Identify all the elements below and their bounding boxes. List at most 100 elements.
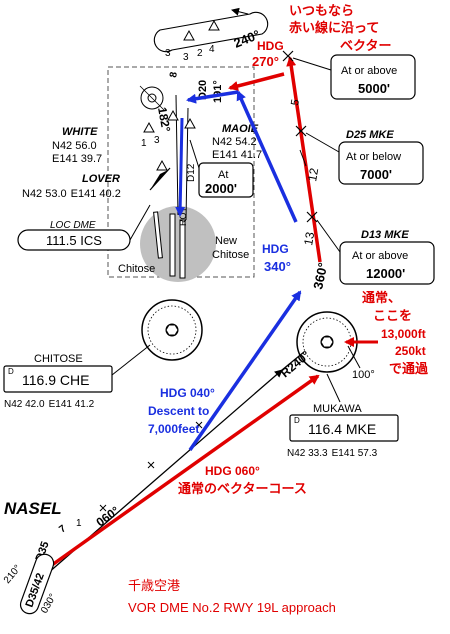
chitose-d: D	[8, 367, 14, 376]
mukawa-navaid-box	[289, 414, 399, 442]
fix-lover-name: LOVER	[82, 173, 120, 185]
constraint-7000-alt: 7000'	[360, 167, 392, 182]
radial-100	[347, 345, 361, 369]
loc-dme-title: LOC DME	[50, 220, 96, 231]
label-360: 360°	[310, 261, 330, 290]
holding-pattern	[153, 11, 269, 53]
red-hdg270-arrow	[228, 72, 285, 91]
runway-new-chitose-right	[179, 219, 186, 279]
constraint-2000-box	[198, 162, 254, 198]
footer-subtitle: VOR DME No.2 RWY 19L approach	[128, 600, 336, 615]
hdg040-label-3: 7,000feet	[148, 422, 199, 436]
fix-triangle-white2	[167, 109, 179, 121]
label-8: 8	[168, 71, 180, 79]
chitose-navaid-box	[3, 365, 113, 393]
airport-new-chitose-label-2: Chitose	[212, 249, 249, 261]
fix-white-lon: E141 39.7	[52, 153, 102, 165]
holding-arrow	[231, 7, 249, 16]
label-3b: 3	[165, 48, 171, 59]
fix-maoie-name: MAOIE	[222, 123, 259, 135]
label-7: 7	[57, 523, 68, 535]
hdg040-label-1: HDG 040°	[160, 386, 215, 400]
constraint-7000-top: At or below	[346, 151, 401, 163]
label-13: 13	[301, 231, 317, 247]
chitose-vor-small-inner	[147, 93, 157, 103]
label-12: 12	[305, 167, 321, 183]
chitose-leader	[111, 344, 151, 376]
red-hdg060-arrow	[50, 374, 320, 567]
tick-1	[147, 461, 155, 469]
hdg270-label-2: 270°	[252, 54, 279, 69]
fix-x-d13	[306, 211, 318, 223]
course-tick	[299, 149, 307, 167]
airport-new-chitose-label-1: New	[215, 235, 237, 247]
label-5: 5	[289, 98, 302, 106]
label-1b: 1	[76, 518, 82, 529]
fix-nasel-name: NASEL	[4, 499, 62, 518]
fix-white-name: WHITE	[62, 126, 98, 138]
blue-final-down	[175, 117, 186, 217]
label-191: 191°	[212, 80, 224, 103]
hdg340-label-2: 340°	[264, 259, 291, 274]
note-right-4: 250kt	[395, 344, 426, 358]
label-d12: D12	[186, 163, 197, 182]
constraint-12000-label: D13 MKE	[361, 229, 409, 241]
final-course-line	[175, 94, 179, 216]
runway-new-chitose-left	[169, 213, 176, 277]
chitose-freq: 116.9 CHE	[22, 372, 89, 388]
footer-title: 千歳空港	[128, 578, 180, 593]
d35-42-box	[19, 553, 55, 615]
constraint-7000-box	[338, 141, 424, 185]
mukawa-name: MUKAWA	[313, 403, 362, 415]
fix-x-d25	[295, 125, 307, 137]
hdg340-label-1: HDG	[262, 242, 289, 256]
fix-white-lat: N42 56.0	[52, 140, 97, 152]
chitose-vor-small-tick	[139, 85, 165, 111]
label-4: 4	[209, 44, 215, 55]
fix-triangle-1	[208, 19, 220, 31]
mukawa-freq: 116.4 MKE	[308, 421, 376, 437]
fix-x-top	[282, 50, 294, 62]
constraint-7000-leader	[305, 132, 340, 153]
fix-triangle-2	[183, 29, 195, 41]
hdg060-label-2: 通常のベクターコース	[178, 481, 307, 496]
constraint-12000-alt: 12000'	[366, 266, 405, 281]
fix-triangle-white	[143, 121, 155, 133]
label-2: 2	[197, 48, 203, 59]
constraint-12000-box	[339, 241, 435, 285]
note-right-3: 13,000ft	[381, 327, 426, 341]
fix-triangle-lover	[156, 159, 168, 171]
note-right-5: で通過	[389, 361, 429, 376]
constraint-5000-leader	[292, 57, 332, 71]
mukawa-d: D	[294, 416, 300, 425]
label-1: 1	[141, 138, 147, 149]
note-top-right-2: 赤い線に沿って	[289, 20, 379, 35]
constraint-2000-leader	[189, 139, 200, 169]
loc-dme-freq: 111.5 ICS	[46, 233, 102, 248]
label-182: 182°	[155, 106, 173, 133]
chitose-name: CHITOSE	[34, 353, 83, 365]
chitose-vor-small	[140, 86, 164, 110]
radial-240-end	[281, 351, 305, 371]
constraint-12000-leader	[316, 219, 341, 253]
tick-3	[99, 504, 107, 512]
chitose-vor-rose	[141, 299, 203, 361]
hdg040-label-2: Descent to	[148, 404, 209, 418]
blue-final-arrow	[186, 90, 239, 104]
label-210: 210°	[2, 563, 24, 586]
mukawa-leader	[326, 373, 341, 403]
hdg060-label-1: HDG 060°	[205, 464, 260, 478]
constraint-7000-label: D25 MKE	[346, 129, 394, 141]
label-3: 3	[183, 52, 189, 63]
fix-maoie-lon: E141 41.7	[212, 149, 262, 161]
note-right-1: 通常、	[362, 290, 401, 305]
label-d20: D20	[197, 80, 209, 100]
constraint-5000-alt: 5000'	[358, 81, 390, 96]
blue-hdg040-arrow	[188, 290, 302, 451]
runway-chitose	[153, 211, 163, 259]
loc-dme-leader	[129, 204, 151, 241]
airport-chitose-label: Chitose	[118, 263, 155, 275]
